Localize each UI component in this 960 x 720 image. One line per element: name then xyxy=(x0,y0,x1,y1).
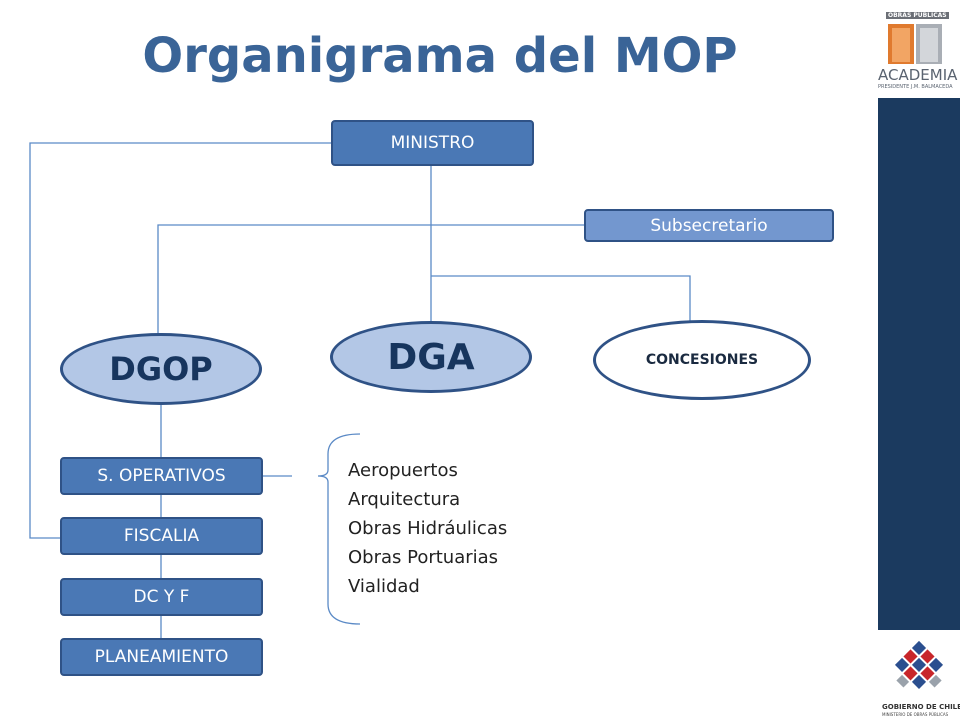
node-concesiones: CONCESIONES xyxy=(593,320,811,400)
list-item: Obras Portuarias xyxy=(348,547,499,568)
list-item: Aeropuertos xyxy=(348,460,458,481)
servicios-list: Aeropuertos Arquitectura Obras Hidráulic… xyxy=(348,456,507,601)
logo-academia-sub: PRESIDENTE J.M. BALMACEDA xyxy=(878,84,953,90)
gobierno-emblem-icon xyxy=(894,640,944,689)
node-dga: DGA xyxy=(330,321,532,393)
page-title: Organigrama del MOP xyxy=(142,28,738,84)
line-ministro-fiscalia xyxy=(29,142,332,539)
logo-gobierno-text: GOBIERNO DE CHILE xyxy=(882,703,960,711)
node-fiscalia: FISCALIA xyxy=(60,517,263,555)
list-item: Arquitectura xyxy=(348,489,461,510)
list-item: Obras Hidráulicas xyxy=(348,518,508,539)
sidebar-bar xyxy=(878,98,960,630)
bracket xyxy=(317,433,361,625)
node-dcyf: DC Y F xyxy=(60,578,263,616)
node-subsecretario: Subsecretario xyxy=(584,209,834,242)
node-s-operativos: S. OPERATIVOS xyxy=(60,457,263,495)
line-concesiones xyxy=(431,275,691,322)
gobierno-logo: GOBIERNO DE CHILE MINISTERIO DE OBRAS PÚ… xyxy=(878,640,960,720)
node-dgop: DGOP xyxy=(60,333,262,405)
line-subsecretario-dgop xyxy=(157,224,585,342)
node-ministro: MINISTRO xyxy=(331,120,534,166)
logo-ministerio-text: MINISTERIO DE OBRAS PÚBLICAS xyxy=(882,712,949,717)
academia-blocks-icon xyxy=(888,24,942,64)
node-planeamiento: PLANEAMIENTO xyxy=(60,638,263,676)
academia-logo: OBRAS PÚBLICAS ACADEMIA PRESIDENTE J.M. … xyxy=(876,4,958,98)
logo-academia-text: ACADEMIA xyxy=(878,66,958,84)
list-item: Vialidad xyxy=(348,576,420,597)
logo-small-text: OBRAS PÚBLICAS xyxy=(886,12,949,19)
